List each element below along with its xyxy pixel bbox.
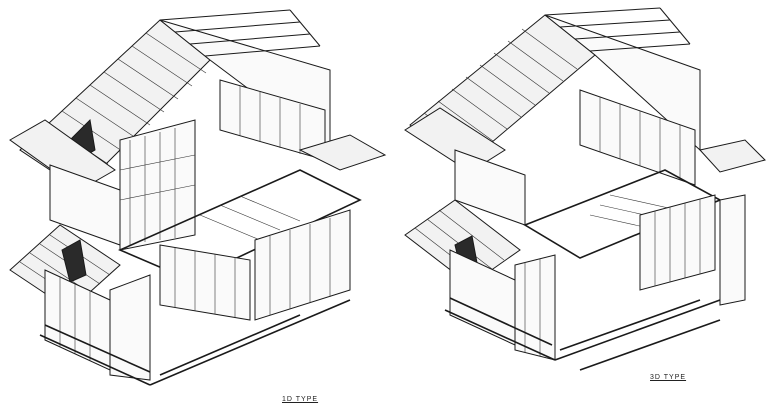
right-main-roof: [404, 7, 701, 173]
right-foundation: [444, 297, 721, 371]
right-lower-roof: [404, 139, 766, 286]
right-upper-walls: [454, 89, 696, 226]
left-lower-walls: [44, 209, 351, 381]
left-drawing-caption: 1D TYPE: [282, 396, 319, 403]
left-foundation: [39, 299, 351, 386]
right-drawing-caption: 3D TYPE: [650, 374, 687, 381]
left-upper-walls: [49, 79, 326, 251]
